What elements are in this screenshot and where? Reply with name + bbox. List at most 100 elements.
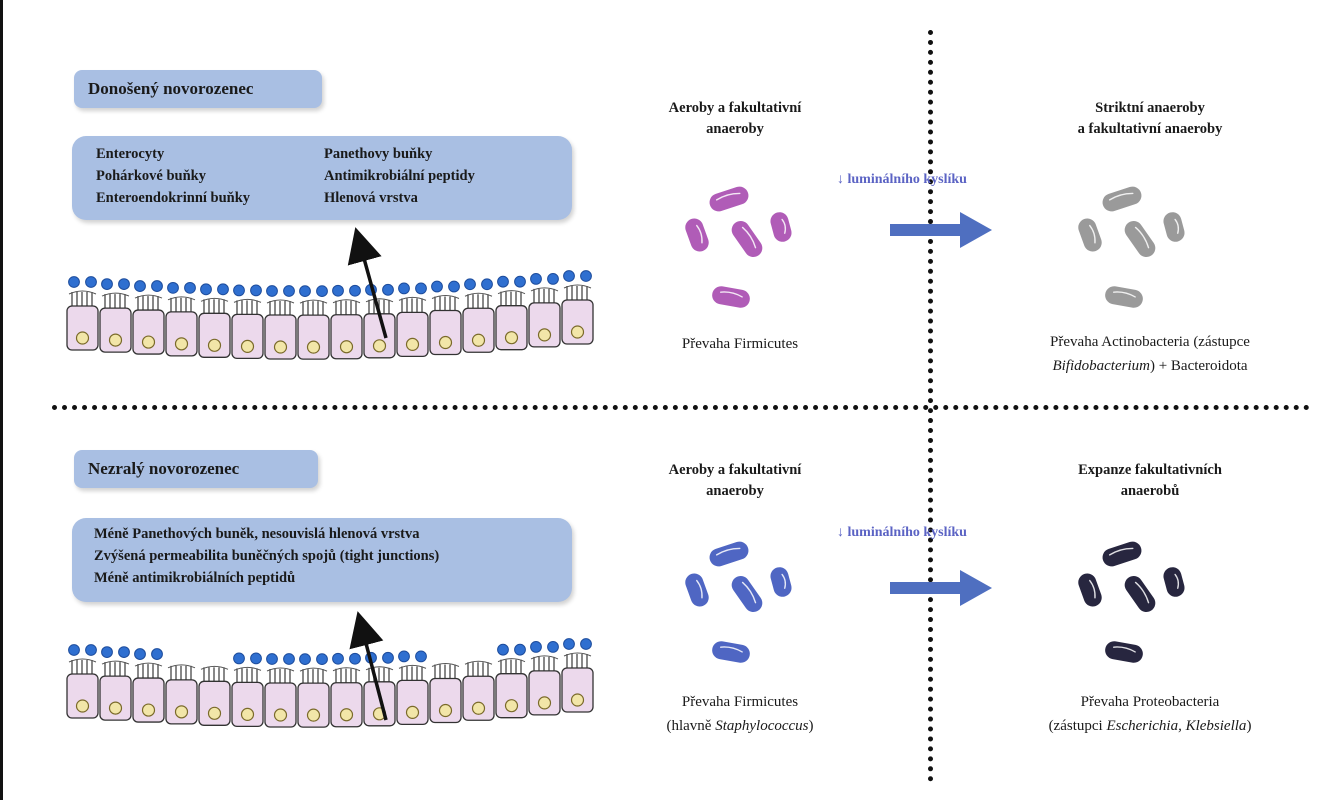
bacterium xyxy=(1124,575,1156,613)
bacterium xyxy=(731,220,763,258)
mucus-dot xyxy=(200,283,212,296)
mucus-dot xyxy=(349,652,361,665)
epithelial-cell xyxy=(297,299,330,360)
bacterium xyxy=(1105,286,1143,308)
bacterium xyxy=(712,286,750,308)
mucus-dot xyxy=(151,648,163,660)
bacterium xyxy=(1163,212,1185,242)
epithelial-cell xyxy=(561,652,594,713)
epithelial-cell xyxy=(198,297,231,358)
epithelial-cell xyxy=(330,299,363,360)
info-goblet-cells: Pohárkové buňky xyxy=(96,168,206,184)
bacterium xyxy=(1163,567,1185,597)
mucus-dot xyxy=(580,270,592,282)
bacterium xyxy=(770,212,792,242)
mucus-dot xyxy=(464,278,476,291)
epithelial-cell xyxy=(429,295,462,356)
mucus-dot xyxy=(101,646,113,658)
bottom-source-heading: Aeroby a fakultativní anaeroby xyxy=(668,462,802,499)
mucus-dot xyxy=(431,280,443,293)
bacterium xyxy=(1102,541,1142,567)
mucus-dot xyxy=(283,653,295,665)
epithelial-cell xyxy=(528,287,561,348)
mucus-dot xyxy=(217,283,229,296)
bottom-target-caption: Převaha Proteobacteria (zástupci Escheri… xyxy=(1048,694,1252,734)
epithelial-cell xyxy=(231,666,264,728)
bacterium xyxy=(731,575,763,613)
epithelial-cell xyxy=(462,660,495,721)
epithelial-cell xyxy=(198,665,231,726)
bottom-info-box: Méně Panethových buněk, nesouvislá hleno… xyxy=(72,518,572,602)
top-source-bacteria xyxy=(685,186,792,308)
bacterium xyxy=(709,541,749,567)
bottom-target-bacteria xyxy=(1078,541,1185,663)
top-source-heading: Aeroby a fakultativní anaeroby xyxy=(668,100,802,137)
mucus-dot xyxy=(497,643,509,656)
mucus-dot xyxy=(448,280,460,293)
epithelial-cell xyxy=(132,294,165,355)
mucus-dot xyxy=(563,638,575,650)
epithelial-cell xyxy=(165,664,198,725)
epithelial-cell xyxy=(330,667,363,728)
epithelial-cell xyxy=(99,292,132,353)
mucus-dot xyxy=(250,284,262,297)
mucus-dot xyxy=(266,285,278,297)
top-target-bacteria xyxy=(1078,186,1185,308)
epithelial-cell xyxy=(396,296,429,358)
top-title: Donošený novorozenec xyxy=(74,70,322,108)
bacterium xyxy=(685,573,709,607)
mucus-dot xyxy=(332,284,344,297)
epithelial-cell xyxy=(99,660,132,721)
epithelial-cell xyxy=(66,658,99,719)
mucus-dot xyxy=(547,272,559,285)
mucus-dot xyxy=(233,284,245,297)
top-epithelium xyxy=(66,270,594,360)
epithelial-cell xyxy=(231,298,264,360)
info-enterocytes: Enterocyty xyxy=(96,146,165,162)
mucus-dot xyxy=(101,278,113,290)
mucus-dot xyxy=(530,640,542,653)
bottom-target-heading: Expanze fakultativních anaerobů xyxy=(1078,462,1222,499)
horizontal-divider xyxy=(52,405,1310,410)
bottom-transition-arrow xyxy=(890,570,992,606)
epithelial-cell xyxy=(462,292,495,353)
bacterium xyxy=(1105,641,1143,663)
left-border xyxy=(0,0,3,800)
mucus-dot xyxy=(134,280,146,292)
mucus-dot xyxy=(184,281,196,294)
bottom-title: Nezralý novorozenec xyxy=(74,450,318,488)
mucus-dot xyxy=(481,278,493,291)
top-target-heading: Striktní anaeroby a fakultativní anaerob… xyxy=(1077,100,1223,137)
bottom-source-caption: Převaha Firmicutes (hlavně Staphylococcu… xyxy=(666,694,814,734)
top-oxygen-label: ↓ luminálního kyslíku xyxy=(837,172,967,187)
mucus-dot xyxy=(398,282,410,295)
mucus-dot xyxy=(283,285,295,297)
epithelial-cell xyxy=(495,290,528,351)
mucus-dot xyxy=(151,280,163,292)
info-antimicrobial-peptides: Antimikrobiální peptidy xyxy=(324,168,475,184)
epithelial-cell xyxy=(165,296,198,357)
mucus-dot xyxy=(514,643,526,656)
mucus-dot xyxy=(415,282,427,295)
epithelial-cell xyxy=(363,666,396,727)
mucus-dot xyxy=(530,272,542,285)
mucus-dot xyxy=(85,644,97,656)
mucus-dot xyxy=(332,652,344,665)
mucus-dot xyxy=(580,638,592,650)
epithelial-cell xyxy=(495,658,528,719)
bottom-source-bacteria xyxy=(685,541,792,663)
mucus-dot xyxy=(167,281,179,294)
mucus-dot xyxy=(118,278,130,290)
top-source-caption: Převaha Firmicutes xyxy=(681,336,799,352)
bacterium xyxy=(685,218,709,252)
bottom-oxygen-label: ↓ luminálního kyslíku xyxy=(837,525,967,540)
top-info-grid: Enterocyty Panethovy buňky Pohárkové buň… xyxy=(96,146,544,207)
bacterium xyxy=(1124,220,1156,258)
epithelial-cell xyxy=(66,290,99,351)
mucus-dot xyxy=(299,285,311,298)
top-target-caption: Převaha Actinobacteria (zástupce Bifidob… xyxy=(1050,334,1250,374)
epithelial-cell xyxy=(264,299,297,360)
info-permeability: Zvýšená permeabilita buněčných spojů (ti… xyxy=(94,548,440,564)
top-info-box: Enterocyty Panethovy buňky Pohárkové buň… xyxy=(72,136,572,220)
